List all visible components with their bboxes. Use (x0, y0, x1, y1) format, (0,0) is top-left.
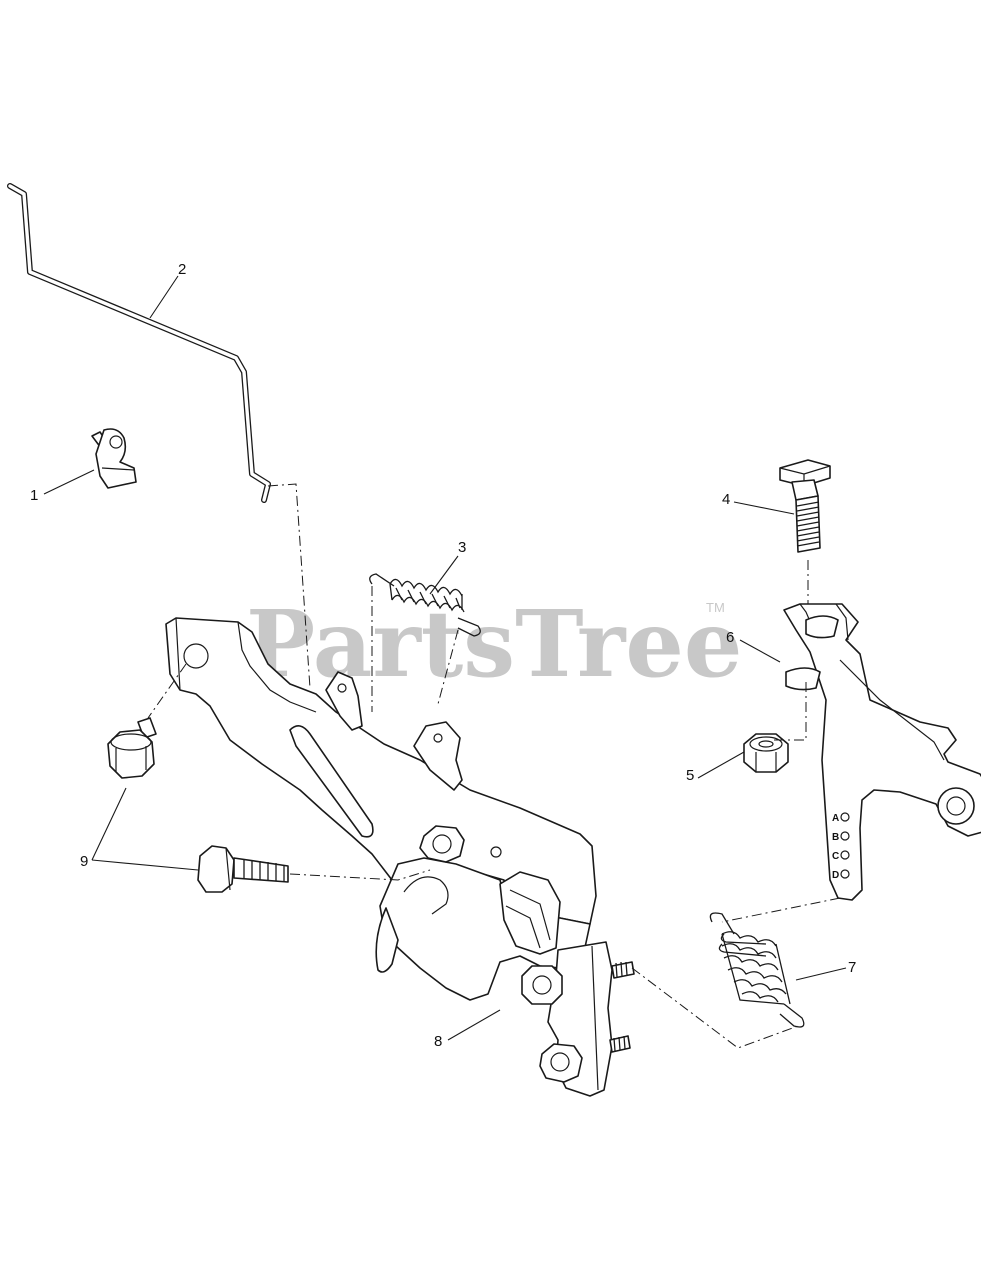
part-5-flange-nut[interactable] (743, 733, 789, 773)
part-3-extension-spring[interactable] (369, 573, 481, 637)
callout-9: 9 (80, 853, 88, 870)
slot-letter-d: D (832, 870, 839, 881)
slot-letter-b: B (832, 832, 839, 843)
callout-3: 3 (458, 539, 466, 556)
watermark-text: PartsTree (246, 590, 742, 698)
watermark-trademark: TM (706, 600, 725, 615)
callout-8: 8 (434, 1033, 442, 1050)
part-7-extension-spring[interactable] (709, 912, 805, 1028)
slot-letter-c: C (832, 851, 839, 862)
part-4-carriage-bolt[interactable] (779, 459, 831, 553)
callout-1: 1 (30, 487, 38, 504)
part-1-clip[interactable] (91, 428, 137, 489)
slot-letter-a: A (832, 813, 839, 824)
leader-lines (43, 275, 847, 1041)
part-2-control-rod[interactable] (7, 183, 271, 503)
part-6-adjust-arm[interactable] (783, 603, 981, 901)
callout-7: 7 (848, 959, 856, 976)
callout-6: 6 (726, 629, 734, 646)
part-8-bracket-assembly[interactable] (165, 617, 635, 1097)
assembly-lines (147, 483, 841, 1049)
part-9-flange-bolts[interactable] (107, 717, 289, 893)
callout-5: 5 (686, 767, 694, 784)
callout-2: 2 (178, 261, 186, 278)
callout-4: 4 (722, 491, 730, 508)
